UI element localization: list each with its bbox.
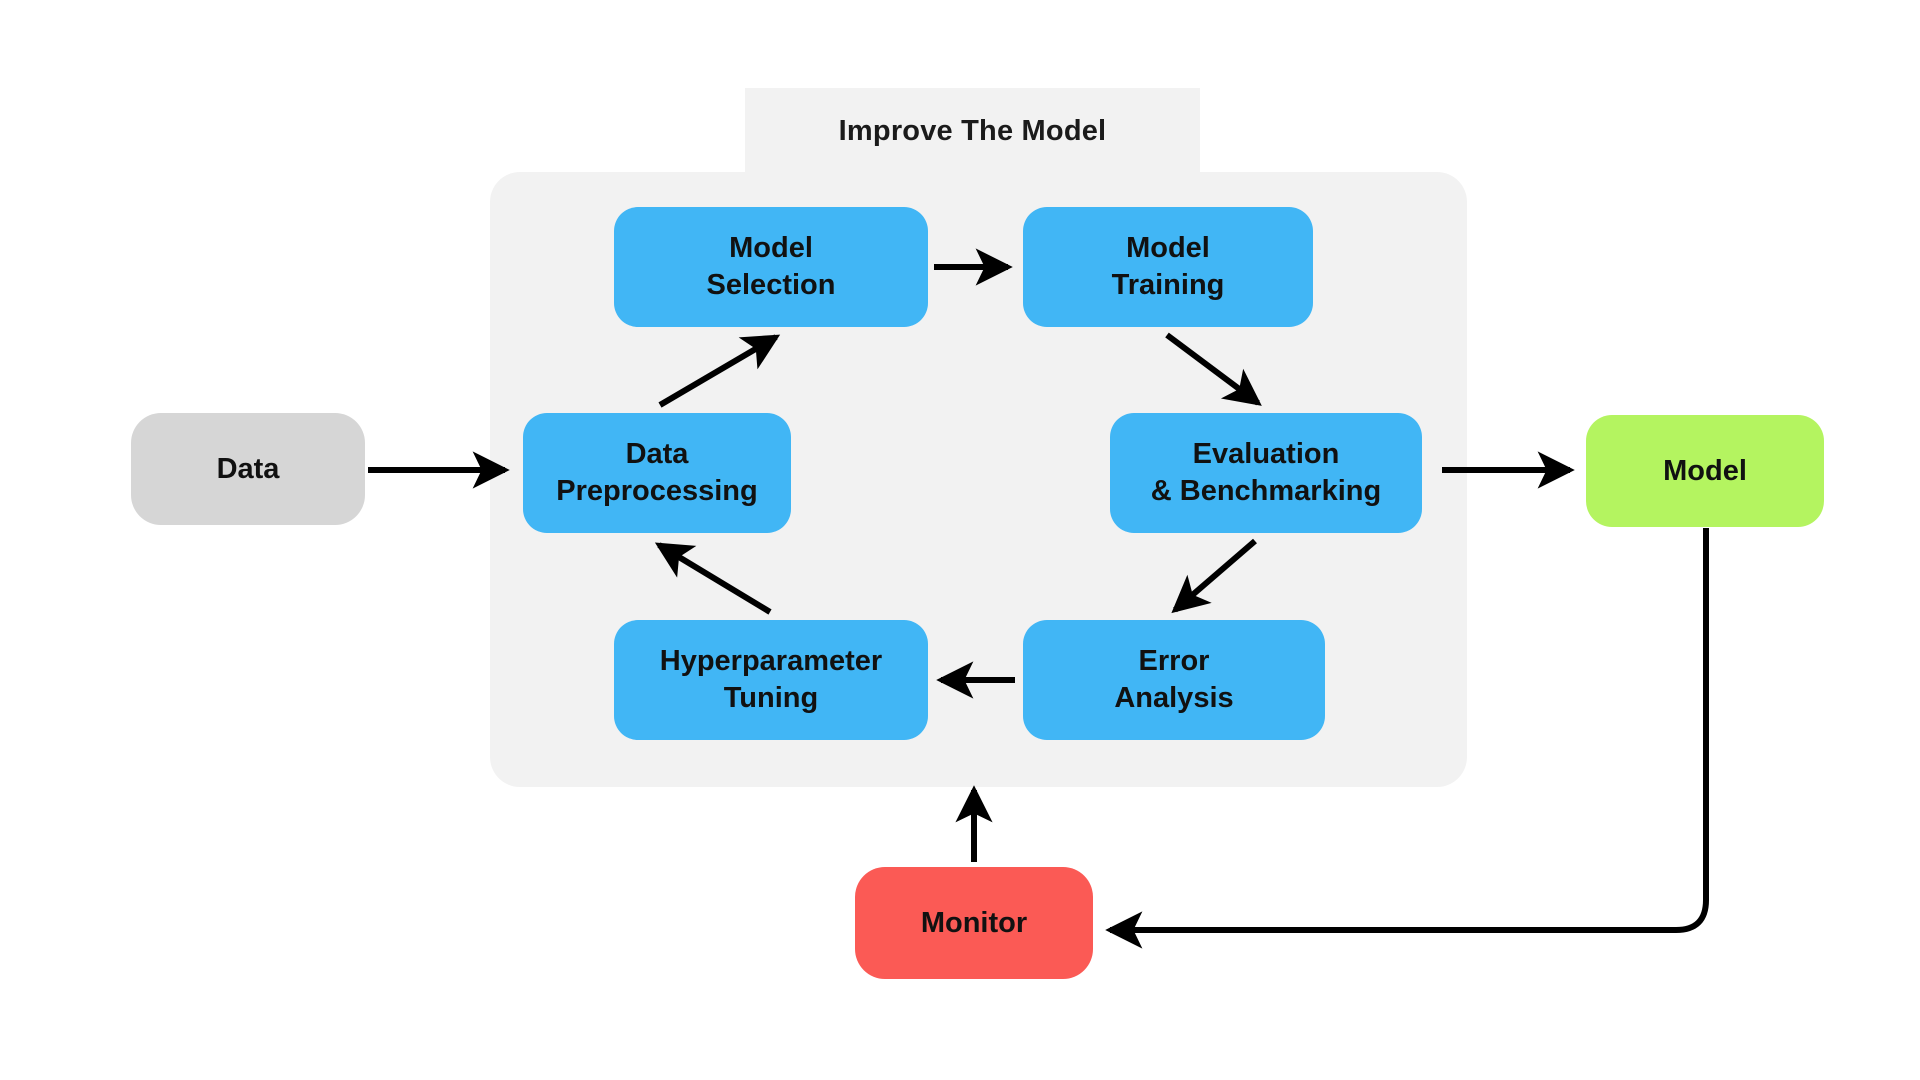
node-model-selection[interactable]: Model Selection (614, 207, 928, 327)
node-monitor[interactable]: Monitor (855, 867, 1093, 979)
group-title-tab: Improve The Model (745, 88, 1200, 174)
node-hyperparameter-tuning[interactable]: Hyperparameter Tuning (614, 620, 928, 740)
node-data[interactable]: Data (131, 413, 365, 525)
node-model[interactable]: Model (1586, 415, 1824, 527)
node-evaluation-and-benchmarking[interactable]: Evaluation & Benchmarking (1110, 413, 1422, 533)
group-title-label: Improve The Model (838, 114, 1107, 147)
node-model-training[interactable]: Model Training (1023, 207, 1313, 327)
node-error-analysis[interactable]: Error Analysis (1023, 620, 1325, 740)
node-data-preprocessing[interactable]: Data Preprocessing (523, 413, 791, 533)
